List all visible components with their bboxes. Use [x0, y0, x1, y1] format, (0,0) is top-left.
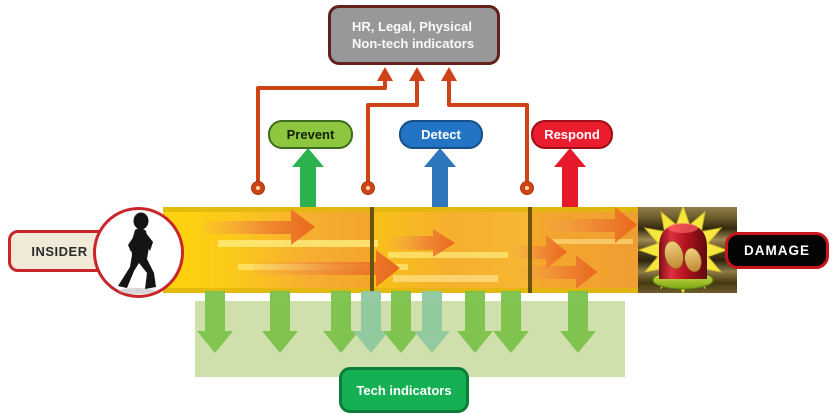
tech-indicators-text: Tech indicators	[356, 382, 452, 398]
prevent-label: Prevent	[286, 127, 335, 142]
insider-circle	[93, 207, 184, 298]
band-separator	[370, 207, 374, 293]
detect-label: Detect	[421, 127, 461, 142]
flow-arrow	[518, 255, 597, 289]
down-arrow	[323, 291, 359, 353]
alarm-siren-icon	[637, 207, 729, 293]
damage-text: DAMAGE	[744, 243, 810, 258]
tech-indicator-arrows	[197, 291, 596, 353]
tech-indicators-label: Tech indicators	[339, 367, 469, 413]
node-dot-center	[525, 186, 529, 190]
stage-respond: Respond	[531, 120, 613, 149]
connector-line-prevent	[256, 80, 387, 182]
down-arrow	[457, 291, 493, 353]
node-dot-center	[256, 186, 260, 190]
band-edge-bottom	[163, 288, 638, 293]
insider-text: INSIDER	[31, 243, 88, 259]
connector-line-detect	[366, 80, 419, 182]
down-arrow	[353, 291, 389, 353]
damage-label-box: DAMAGE	[725, 232, 829, 269]
respond-label: Respond	[544, 127, 600, 142]
stage-prevent: Prevent	[268, 120, 353, 149]
attack-flow-band	[163, 207, 737, 293]
connector-arrowhead	[377, 67, 393, 81]
band-streak	[388, 252, 508, 258]
down-arrow	[197, 291, 233, 353]
band-separator	[528, 207, 532, 293]
band-edge-top	[163, 207, 638, 212]
down-arrow	[493, 291, 529, 353]
down-arrow	[414, 291, 450, 353]
non-tech-line2: Non-tech indicators	[352, 36, 475, 51]
flow-arrow	[253, 250, 400, 287]
respond-up-arrow	[554, 148, 586, 207]
prevent-up-arrow	[292, 148, 324, 207]
node-dot-center	[366, 186, 370, 190]
down-arrow	[560, 291, 596, 353]
connector-line-respond	[447, 80, 529, 182]
connector-arrowhead	[409, 67, 425, 81]
non-tech-indicators-box: HR, Legal, Physical Non-tech indicators	[328, 5, 500, 65]
down-arrow	[383, 291, 419, 353]
detect-up-arrow	[424, 148, 456, 207]
down-arrow	[262, 291, 298, 353]
band-streak	[553, 239, 633, 244]
flow-arrow	[390, 229, 455, 257]
stage-detect: Detect	[399, 120, 483, 149]
band-streak	[218, 240, 378, 247]
band-streak	[393, 275, 498, 282]
flow-arrow	[203, 209, 315, 245]
walking-person-icon	[117, 212, 156, 294]
non-tech-line1: HR, Legal, Physical	[352, 19, 472, 34]
flow-arrow	[543, 207, 637, 243]
connector-arrowhead	[441, 67, 457, 81]
flow-arrow	[513, 235, 567, 269]
